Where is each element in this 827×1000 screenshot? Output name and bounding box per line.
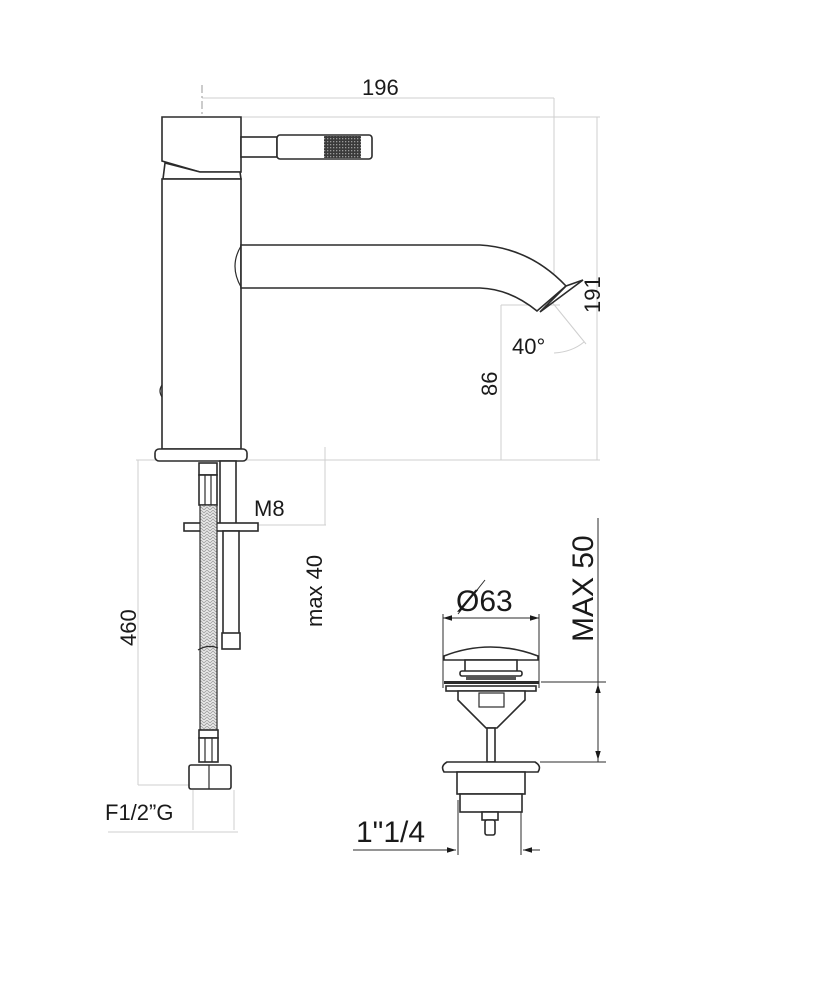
hose-bottom-ferrule [198,729,219,739]
waste-pin [484,819,496,836]
waste-lower-flange [441,761,541,773]
waste-gasket [444,681,539,684]
label-spout-angle: 40° [512,334,545,359]
waste-rod [486,727,496,763]
waste-cage-window [478,692,505,708]
waste-seal-ring [459,670,523,677]
fixing-assembly [183,460,259,650]
waste-body [456,771,526,795]
label-max-deck-thickness: max 40 [302,555,327,627]
popup-waste-elevation: Ø63 MAX 50 1"1/4 [353,518,606,855]
spout [240,244,568,313]
waste-cage [457,690,526,729]
label-overall-length: 196 [362,75,399,100]
base-flange [154,448,248,462]
label-overall-height: 191 [580,276,605,313]
waste-thread [459,793,523,813]
label-hose-length: 460 [116,609,141,646]
lever-stem [240,136,278,158]
lever-knurl [324,136,361,158]
waste-pin-collar [481,811,499,821]
hose-top-fitting [198,462,218,476]
label-max-thickness: MAX 50 [567,535,600,642]
body-mark [159,384,163,398]
body-collar [162,161,242,180]
spout-outlet [539,279,584,313]
hose-bottom-hex [198,737,219,763]
waste-seal [466,676,516,680]
waste-dimension-lines [353,518,606,855]
lever-head [161,116,242,173]
label-spout-height: 86 [477,372,502,396]
mixer-dimension-lines [108,97,600,833]
label-hose-connection: F1/2”G [105,800,173,825]
fixing-nut [221,632,241,650]
hose-braid [199,504,218,736]
flexible-hose [188,462,232,790]
spout-joint [234,245,242,288]
fixing-rod [222,530,240,637]
label-waste-thread: 1"1/4 [356,816,425,849]
hose-top-hex [198,474,218,506]
hose-connector-nut [188,764,232,790]
mixer-elevation: 196 191 40° 86 460 M8 max 40 F1/2”G [105,75,605,833]
mixer-body [161,178,242,450]
waste-cap [443,646,539,661]
label-cap-diameter: Ø63 [456,585,513,618]
fixing-plate [183,522,259,532]
fixing-stud [219,460,237,528]
label-fixing-thread: M8 [254,496,285,521]
